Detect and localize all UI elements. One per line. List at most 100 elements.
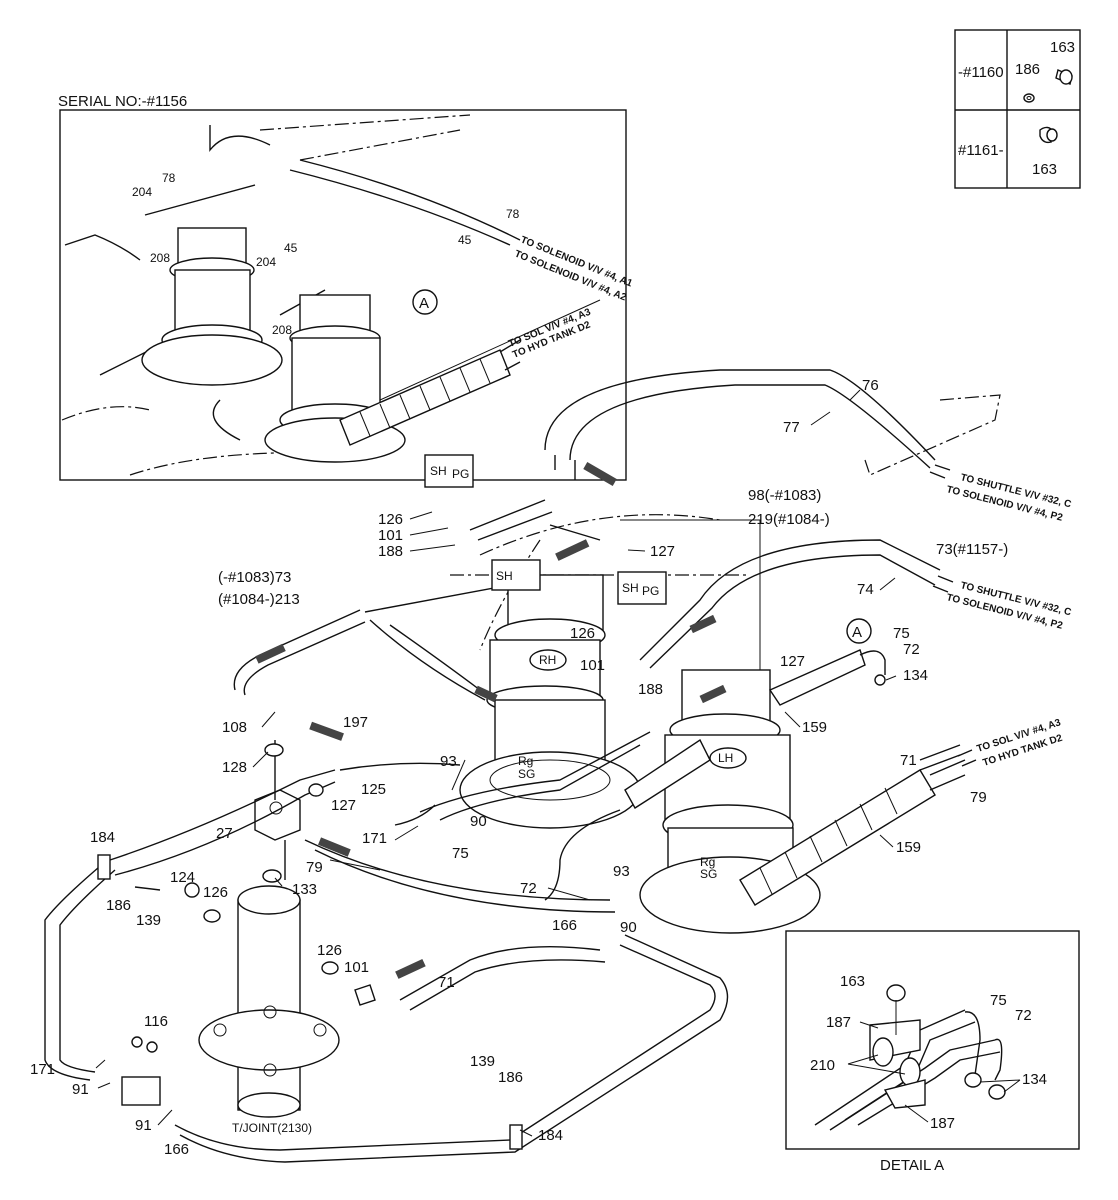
callout-133: 133 [292,881,317,898]
callout-139-a: 139 [136,912,161,929]
callout-188-mid: 188 [638,681,663,698]
rev-row1-part-b: 163 [1050,39,1075,56]
serial-inset: SERIAL NO:-#1156 [58,93,634,481]
detail-187-a: 187 [826,1014,851,1031]
pg-tag-top: PG [452,467,469,481]
revision-table: -#1160 #1161- 186 163 163 [954,29,1081,189]
callout-75-b: 75 [452,845,469,862]
callout-126-top: 126 [378,511,403,528]
callout-186-a: 186 [106,897,131,914]
rev-row2-part: 163 [1032,161,1057,178]
callout-108: 108 [222,719,247,736]
sg-tag-rh: SG [518,767,535,781]
callout-188-top: 188 [378,543,403,560]
callout-184-a: 184 [90,829,115,846]
detail-187-b: 187 [930,1115,955,1132]
serial-label: SERIAL NO:-#1156 [58,93,187,110]
callout-171-a: 171 [362,830,387,847]
callout-101-top: 101 [378,527,403,544]
callout-90-b: 90 [620,919,637,936]
rev-row1-part-a: 186 [1015,61,1040,78]
inset-bellows [339,349,511,446]
inset-motor-rh [264,294,406,463]
callout-219: 219(#1084-) [748,511,830,528]
bolt-icon [1055,69,1073,85]
rh-swing-motor [459,574,641,829]
detail-a: 163 187 75 72 210 134 187 DETAIL A [785,930,1080,1174]
detail-134: 134 [1022,1071,1047,1088]
callout-171-b: 171 [30,1061,55,1078]
callout-101-bottom: 101 [344,959,369,976]
sg-tag-lh: SG [700,867,717,881]
callout-72-a: 72 [903,641,920,658]
inset-78b: 78 [506,207,520,221]
sh-tag-mid: SH [622,581,639,595]
lh-label: LH [718,751,733,765]
detail-210: 210 [810,1057,835,1074]
callout-91-b: 91 [135,1117,152,1134]
inset-motor-lh [141,227,283,386]
detail-a-title: DETAIL A [880,1157,944,1174]
rev-row2-serial: #1161- [958,142,1004,159]
inset-45a: 45 [284,241,298,255]
callout-159-a: 159 [802,719,827,736]
washer-icon [1023,93,1035,103]
callout-186-b: 186 [498,1069,523,1086]
callout-91-a: 91 [72,1081,89,1098]
callout-127-mid: 127 [780,653,805,670]
rg-tag-rh: Rg [518,754,533,768]
inset-204a: 204 [132,185,152,199]
callout-71-a: 71 [900,752,917,769]
callout-197: 197 [343,714,368,731]
main-diagram [44,369,1001,1163]
detail-163: 163 [840,973,865,990]
callout-134-a: 134 [903,667,928,684]
inset-a-label: A [419,295,429,312]
center-joint-label: T/JOINT(2130) [232,1121,312,1135]
detail-72: 72 [1015,1007,1032,1024]
inset-204b: 204 [256,255,276,269]
callout-93-a: 93 [440,753,457,770]
inset-detail-a-marker [412,289,438,315]
callout-126-mid: 126 [570,625,595,642]
callout-93-b: 93 [613,863,630,880]
callout-159-b: 159 [896,839,921,856]
clip-icon [1039,126,1058,144]
callout-90-a: 90 [470,813,487,830]
callout-126-low: 126 [203,884,228,901]
callout-127-low: 127 [331,797,356,814]
callout-166-b: 166 [164,1141,189,1158]
rg-tag-lh: Rg [700,855,715,869]
inset-78a: 78 [162,171,176,185]
rh-label: RH [539,653,556,667]
callout-71-b: 71 [438,974,455,991]
detail-a-letter: A [852,624,862,641]
callout-73: 73(#1157-) [936,541,1008,558]
center-joint [198,789,340,1118]
callout-79-a: 79 [970,789,987,806]
callout-126-bottom: 126 [317,942,342,959]
sh-tag-top: SH [430,464,447,478]
callout-27: 27 [216,825,233,842]
inset-208a: 208 [150,251,170,265]
callout-127-top: 127 [650,543,675,560]
callout-75-a: 75 [893,625,910,642]
callout-76: 76 [862,377,879,394]
callout-73b: (-#1083)73 [218,569,291,586]
callout-166-a: 166 [552,917,577,934]
pg-tag-mid: PG [642,584,659,598]
callout-213: (#1084-)213 [218,591,300,608]
detail-75: 75 [990,992,1007,1009]
detail-a-marker [846,618,872,644]
callout-184-b: 184 [538,1127,563,1144]
lh-swing-motor [639,669,821,934]
inset-208b: 208 [272,323,292,337]
rev-row1-serial: -#1160 [958,64,1004,81]
sh-tag-rh: SH [496,569,513,583]
main-bellows [624,649,936,906]
callout-139-b: 139 [470,1053,495,1070]
callout-101-mid: 101 [580,657,605,674]
callout-98: 98(-#1083) [748,487,821,504]
callout-125: 125 [361,781,386,798]
